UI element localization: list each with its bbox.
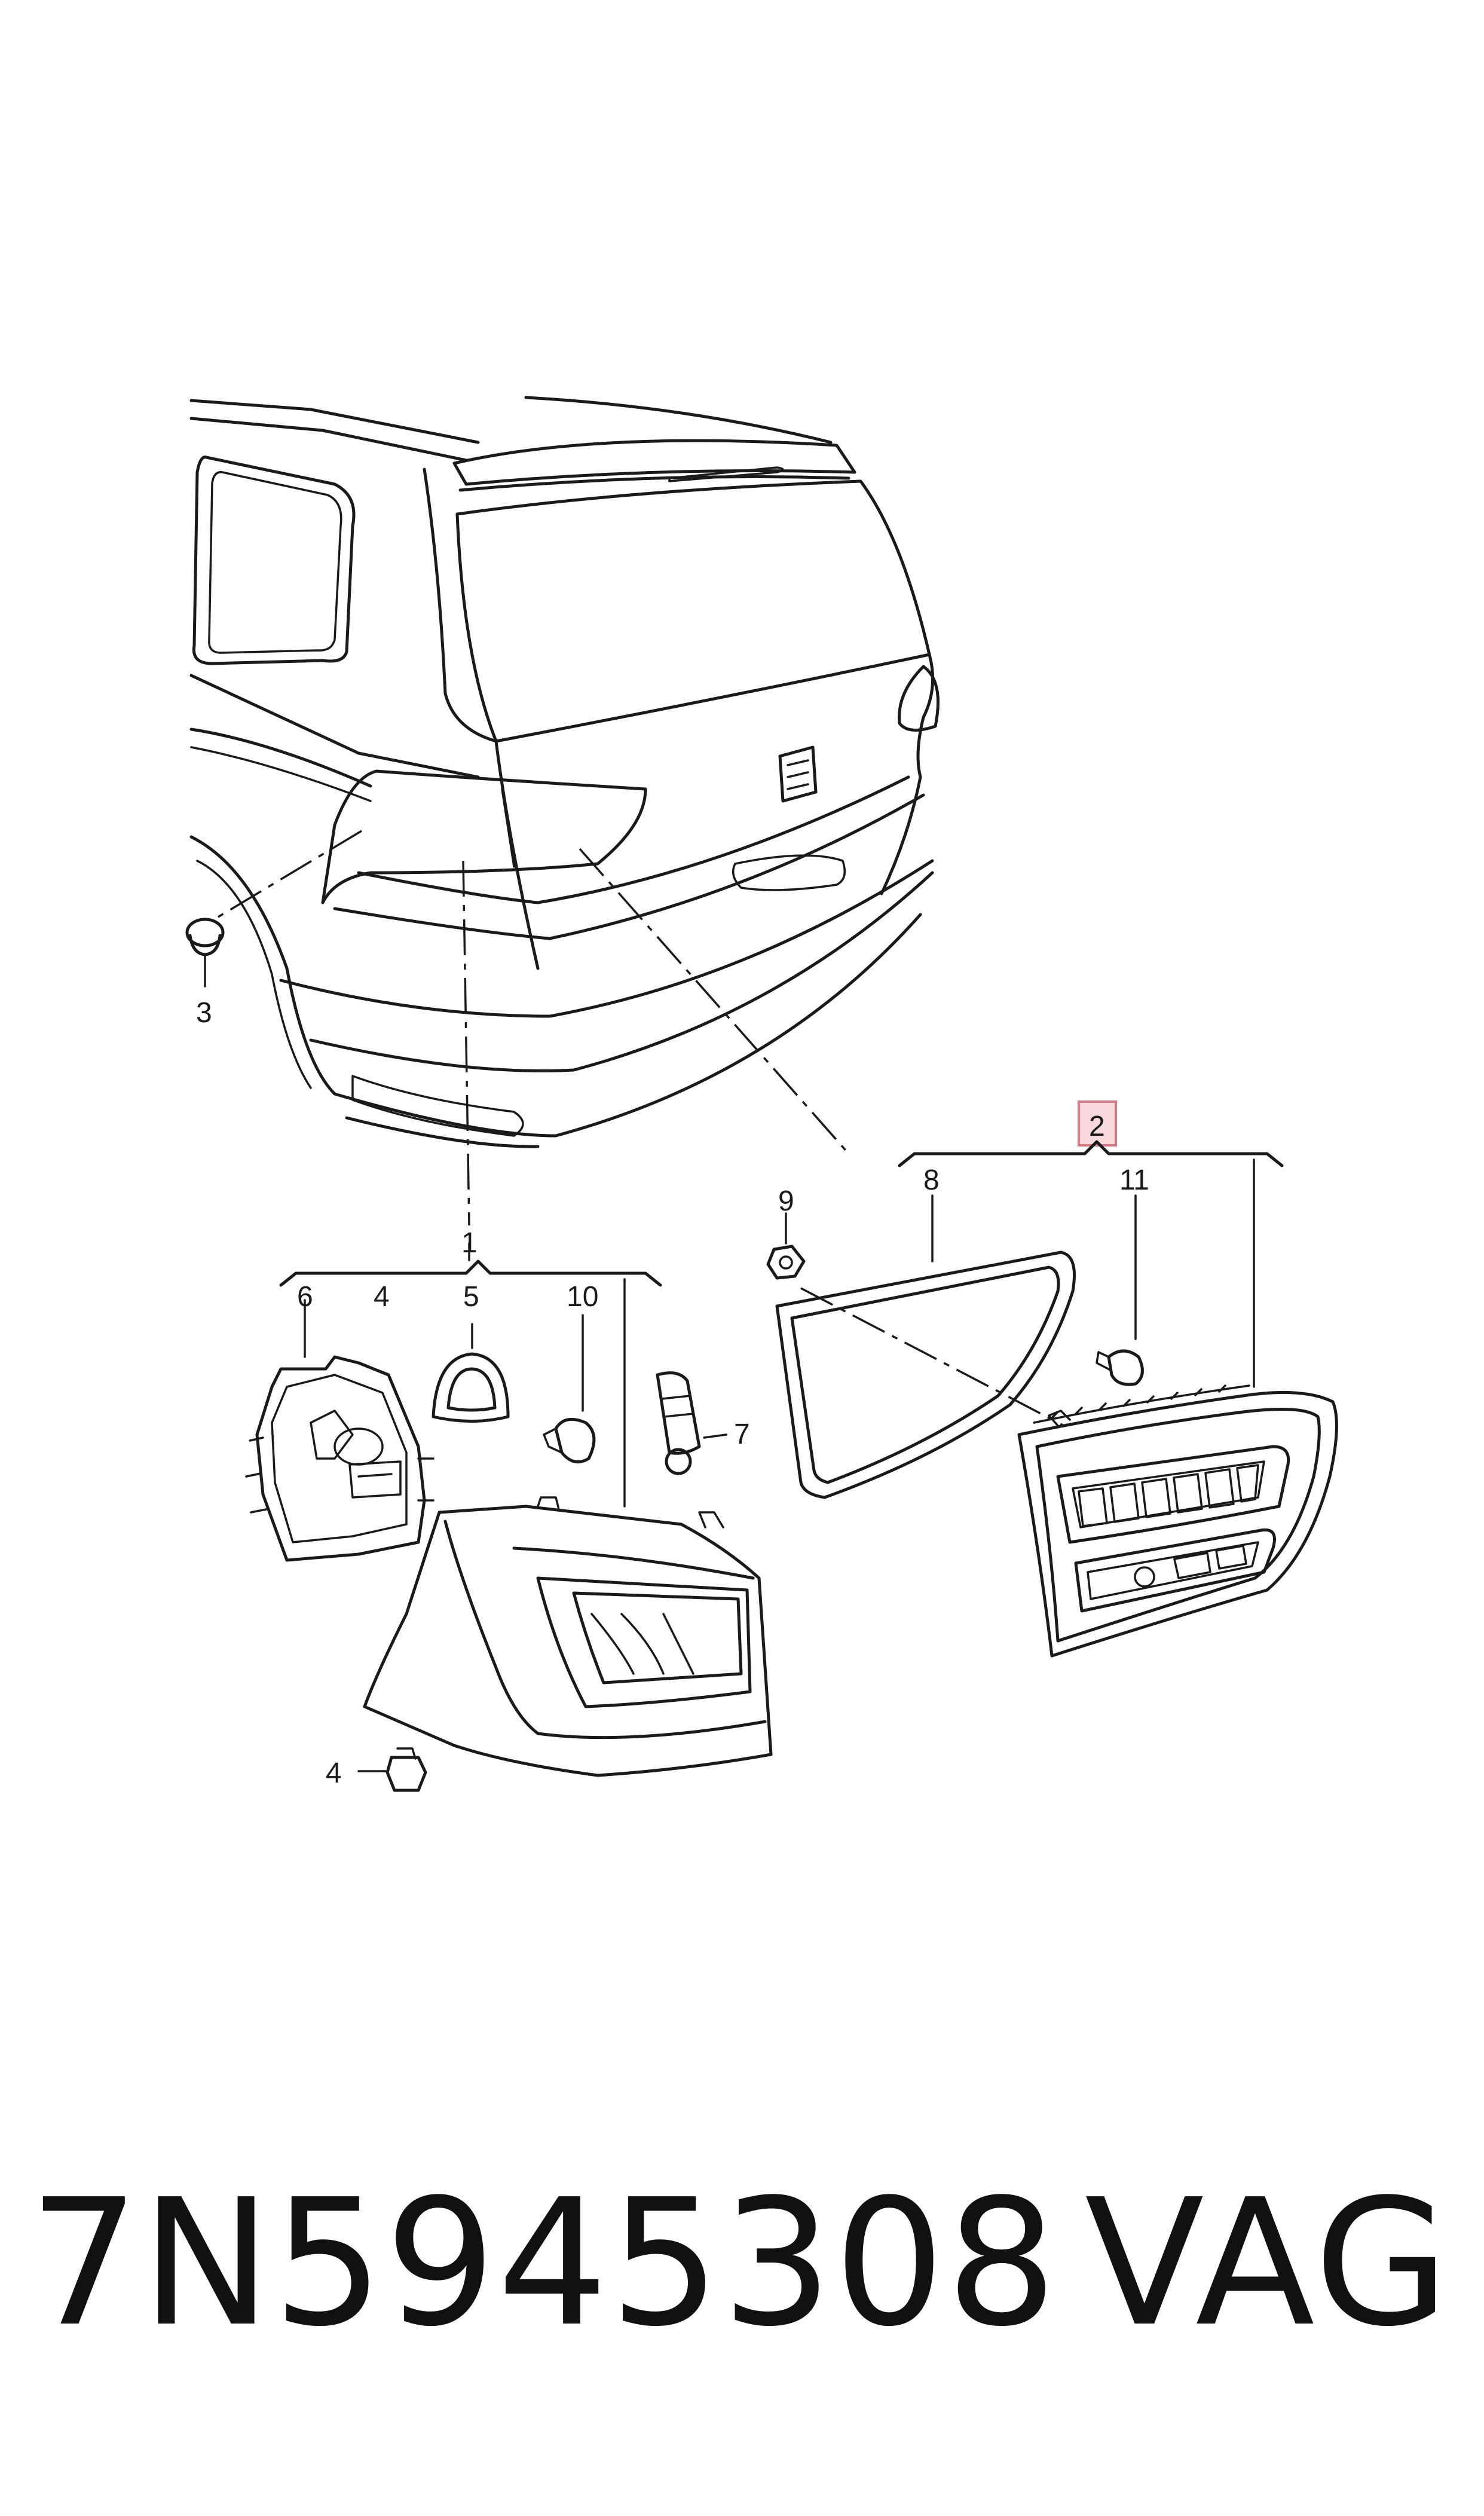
item-8-seal (775, 1194, 1076, 1499)
part-number: 7N5945308 (29, 2162, 1058, 2365)
brand-label: VAG (1085, 2162, 1452, 2365)
callout-9: 9 (778, 1185, 794, 1217)
item-9-nut (766, 1212, 806, 1280)
callout-labels: 1 2 3 4 4 5 6 7 8 9 10 11 (196, 997, 1149, 1789)
callout-11: 11 (1119, 1164, 1149, 1196)
callout-7: 7 (734, 1419, 750, 1450)
callout-4-bottom: 4 (326, 1757, 342, 1789)
group-1-bracket (279, 1242, 662, 1508)
item-2-inner-tail-light (1017, 1384, 1338, 1658)
callout-6: 6 (297, 1281, 313, 1313)
callout-2: 2 (1089, 1111, 1105, 1142)
item-11-bulb (1096, 1194, 1144, 1386)
item-7-bulb (656, 1371, 727, 1475)
leader-lines (212, 830, 1064, 1427)
item-10-bulb (543, 1314, 596, 1464)
callout-1: 1 (461, 1227, 478, 1259)
item-5-gasket (432, 1323, 510, 1423)
item-4-clip (357, 1747, 427, 1792)
vehicle-rear-outline (189, 396, 940, 1148)
parts-diagram: 1 2 3 4 4 5 6 7 8 9 10 11 (185, 396, 1338, 1792)
item-1-outer-tail-light (363, 1496, 773, 1777)
callout-3: 3 (196, 997, 212, 1029)
callout-4-top: 4 (374, 1281, 390, 1313)
callout-5: 5 (463, 1281, 479, 1313)
item-3-grommet (185, 918, 225, 988)
callout-10: 10 (567, 1281, 598, 1313)
group-2-bracket (898, 1100, 1284, 1388)
callout-8: 8 (923, 1164, 940, 1196)
item-6-bulb-carrier (245, 1299, 435, 1562)
